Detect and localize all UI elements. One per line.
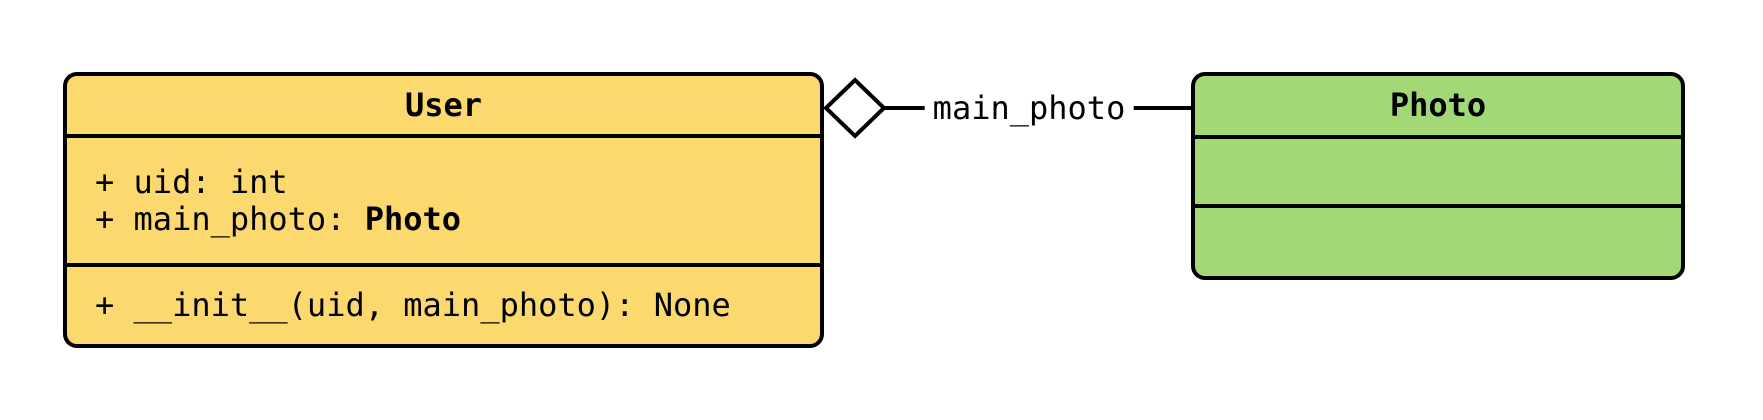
class-title-compartment: User xyxy=(67,76,820,138)
class-methods-compartment: + __init__(uid, main_photo): None xyxy=(67,267,820,344)
method-row: + __init__(uid, main_photo): None xyxy=(95,287,792,324)
class-name: Photo xyxy=(1389,86,1487,124)
attribute-type-ref: Photo xyxy=(364,199,462,238)
attribute-text: + uid: int xyxy=(95,162,288,201)
attribute-row: + main_photo: Photo xyxy=(95,199,792,238)
attribute-row: + uid: int xyxy=(95,162,792,201)
connector-label: main_photo xyxy=(924,90,1134,126)
class-box-user: User + uid: int + main_photo: Photo + __… xyxy=(63,72,824,348)
class-box-photo: Photo xyxy=(1191,72,1685,280)
attribute-text: + main_photo: xyxy=(95,199,365,238)
aggregation-diamond-icon xyxy=(823,77,887,139)
class-name: User xyxy=(404,85,483,124)
class-attributes-compartment xyxy=(1195,139,1681,208)
class-methods-compartment xyxy=(1195,208,1681,276)
method-text: + __init__(uid, main_photo): None xyxy=(95,286,731,324)
class-attributes-compartment: + uid: int + main_photo: Photo xyxy=(67,138,820,267)
class-title-compartment: Photo xyxy=(1195,76,1681,139)
